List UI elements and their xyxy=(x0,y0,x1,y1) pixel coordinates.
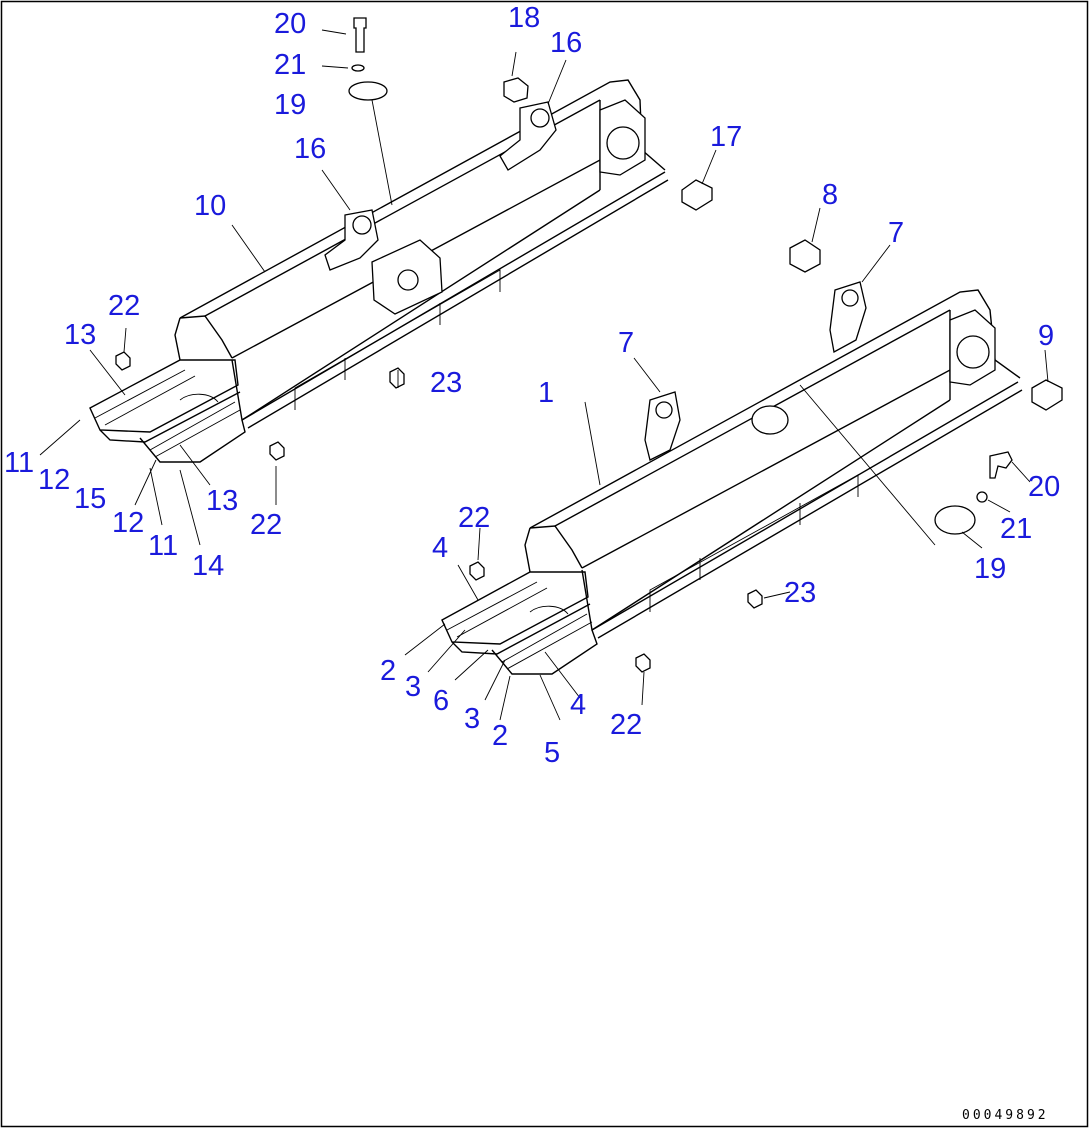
callout-12: 12 xyxy=(38,464,70,496)
callout-22: 22 xyxy=(610,709,642,741)
callout-20: 20 xyxy=(1028,471,1060,503)
callout-22: 22 xyxy=(250,509,282,541)
callout-7: 7 xyxy=(888,217,904,249)
callout-10: 10 xyxy=(194,190,226,222)
callout-12: 12 xyxy=(112,507,144,539)
callout-3: 3 xyxy=(464,703,480,735)
track-frame-lower xyxy=(404,207,1063,721)
callout-11: 11 xyxy=(4,447,34,479)
callout-14: 14 xyxy=(192,550,224,582)
callout-21: 21 xyxy=(274,49,306,81)
callout-2: 2 xyxy=(380,655,396,687)
callout-15: 15 xyxy=(74,483,106,515)
callout-7: 7 xyxy=(618,327,634,359)
callout-16: 16 xyxy=(294,133,326,165)
callout-19: 19 xyxy=(274,89,306,121)
reference-code: 00049892 xyxy=(962,1108,1049,1123)
callout-19: 19 xyxy=(974,553,1006,585)
callout-22: 22 xyxy=(108,290,140,322)
callout-16: 16 xyxy=(550,27,582,59)
callout-1: 1 xyxy=(538,377,554,409)
callout-18: 18 xyxy=(508,2,540,34)
callout-22: 22 xyxy=(458,502,490,534)
callout-4: 4 xyxy=(570,689,586,721)
callout-17: 17 xyxy=(710,121,742,153)
callout-11: 11 xyxy=(148,530,178,562)
callout-23: 23 xyxy=(430,367,462,399)
callout-9: 9 xyxy=(1038,320,1054,352)
callout-6: 6 xyxy=(433,685,449,717)
callout-3: 3 xyxy=(405,671,421,703)
callout-21: 21 xyxy=(1000,513,1032,545)
callout-8: 8 xyxy=(822,179,838,211)
callout-23: 23 xyxy=(784,577,816,609)
callout-4: 4 xyxy=(432,532,448,564)
callout-20: 20 xyxy=(274,8,306,40)
callout-5: 5 xyxy=(544,737,560,769)
callout-2: 2 xyxy=(492,720,508,752)
track-frame-upper xyxy=(39,17,717,546)
callout-13: 13 xyxy=(206,485,238,517)
callout-labels: 20 21 19 18 16 16 17 10 8 7 22 13 9 7 23… xyxy=(4,2,1060,769)
callout-13: 13 xyxy=(64,319,96,351)
